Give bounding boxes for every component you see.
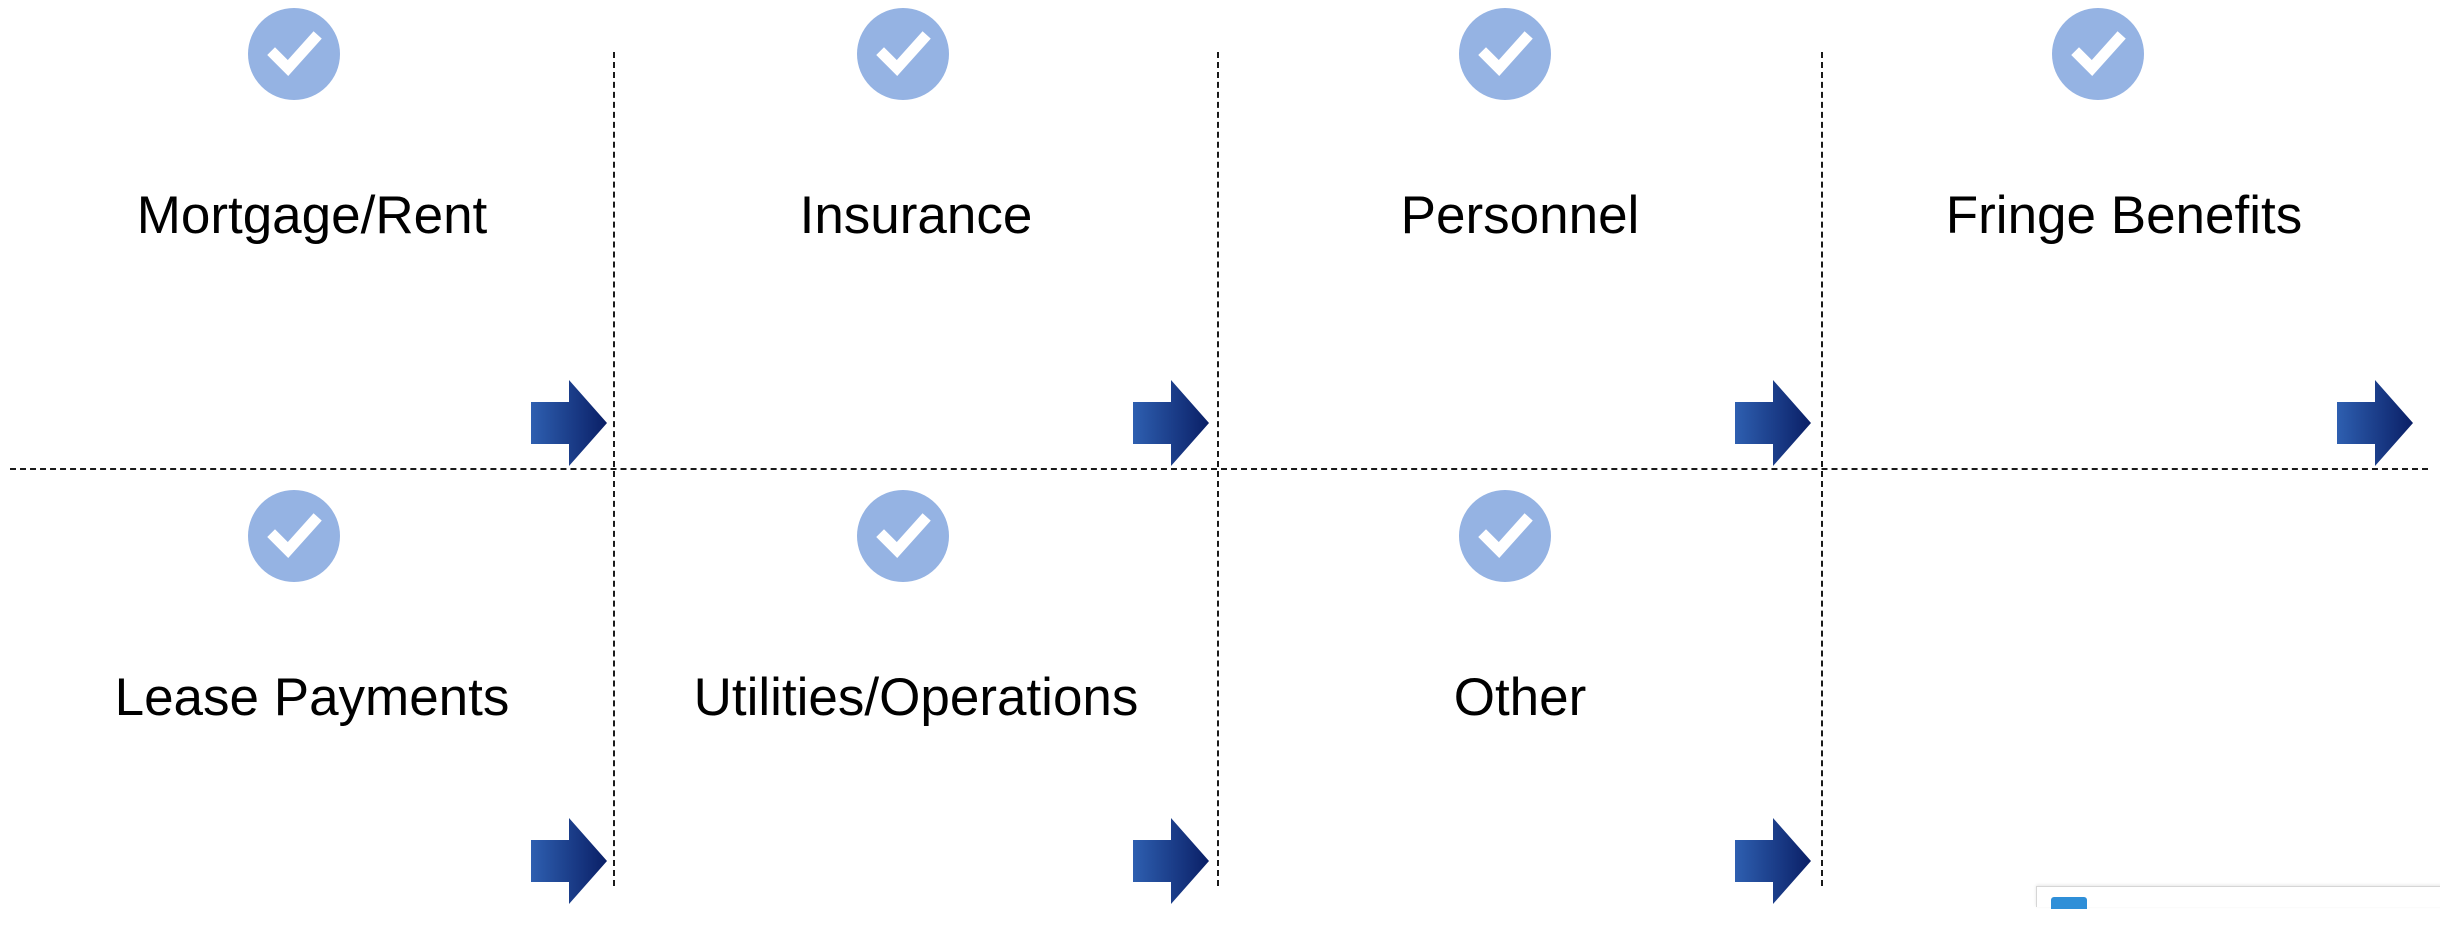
- arrow-right-icon: [531, 380, 607, 466]
- category-grid: Mortgage/Rent Insurance Personnel Fringe…: [10, 0, 2440, 909]
- category-cell-personnel: Personnel: [1218, 0, 1822, 466]
- check-circle-icon: [857, 8, 949, 100]
- check-circle-icon: [857, 490, 949, 582]
- arrow-right-icon: [1735, 380, 1811, 466]
- row-divider: [10, 468, 2428, 470]
- category-label: Lease Payments: [114, 668, 510, 727]
- arrow-right-icon: [1133, 818, 1209, 904]
- category-cell-utilities-operations: Utilities/Operations: [614, 482, 1218, 932]
- category-label: Utilities/Operations: [693, 668, 1139, 727]
- category-cell-other: Other: [1218, 482, 1822, 932]
- arrow-right-icon: [2337, 380, 2413, 466]
- check-circle-icon: [248, 490, 340, 582]
- category-cell-mortgage-rent: Mortgage/Rent: [10, 0, 614, 466]
- check-circle-icon: [248, 8, 340, 100]
- category-label: Insurance: [799, 186, 1033, 245]
- category-label: Personnel: [1400, 186, 1640, 245]
- arrow-right-icon: [531, 818, 607, 904]
- arrow-right-icon: [1133, 380, 1209, 466]
- arrow-right-icon: [1735, 818, 1811, 904]
- category-label: Other: [1453, 668, 1587, 727]
- category-label: Fringe Benefits: [1945, 186, 2303, 245]
- corner-popup-widget[interactable]: [2036, 886, 2440, 909]
- check-circle-icon: [1459, 490, 1551, 582]
- category-cell-insurance: Insurance: [614, 0, 1218, 466]
- category-cell-lease-payments: Lease Payments: [10, 482, 614, 932]
- check-circle-icon: [2052, 8, 2144, 100]
- category-label: Mortgage/Rent: [136, 186, 488, 245]
- category-cell-empty: [1822, 482, 2426, 932]
- check-circle-icon: [1459, 8, 1551, 100]
- category-cell-fringe-benefits: Fringe Benefits: [1822, 0, 2426, 466]
- widget-icon: [2051, 897, 2087, 909]
